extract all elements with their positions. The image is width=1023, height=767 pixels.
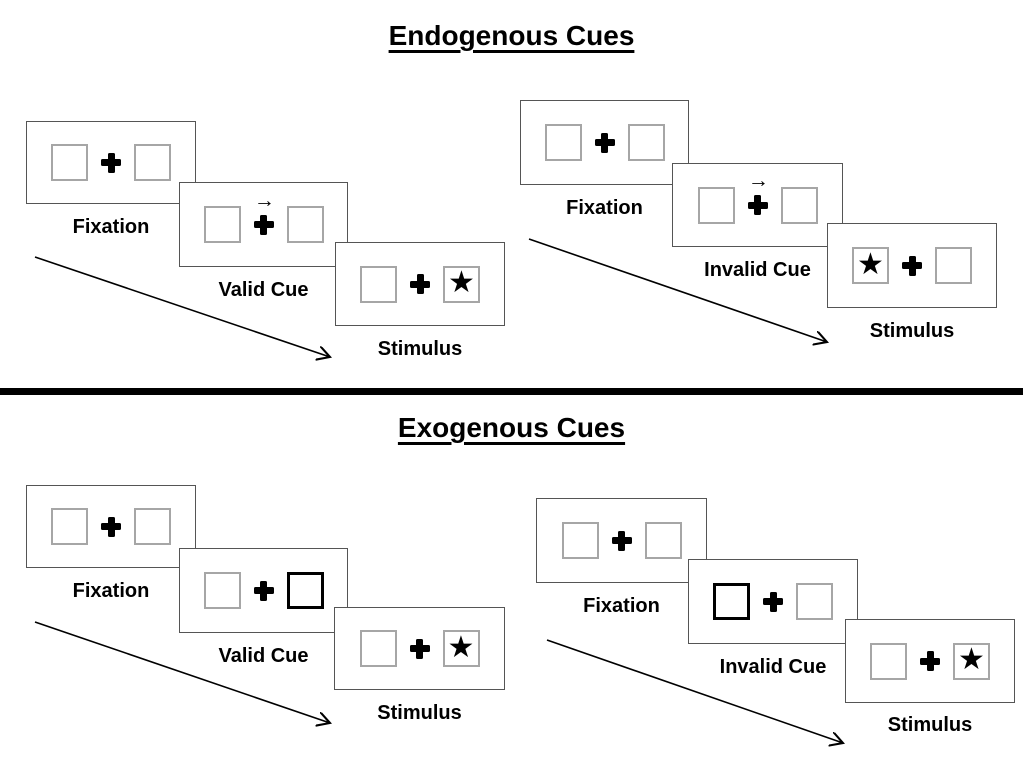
placeholder-box	[780, 186, 818, 224]
fixation-card	[26, 485, 196, 568]
placeholder-box	[134, 508, 171, 545]
section-divider	[0, 388, 1023, 395]
step-label-invalid-cue: Invalid Cue	[719, 656, 827, 678]
placeholder-box	[51, 144, 88, 181]
fixation-cross-icon	[253, 580, 274, 601]
fixation-cross-icon	[611, 530, 632, 551]
placeholder-box	[544, 124, 582, 161]
star-icon: ★	[448, 266, 475, 299]
time-flow-arrow	[528, 238, 836, 350]
step-label-stimulus: Stimulus	[869, 320, 955, 342]
step-label-invalid-cue: Invalid Cue	[704, 259, 811, 281]
right-arrow-cue-icon: →	[747, 169, 769, 192]
cue-card	[688, 559, 858, 644]
stimulus-card: ★	[827, 223, 997, 308]
star-box: ★	[443, 265, 480, 303]
fixation-cross-icon	[902, 255, 922, 276]
step-label-stimulus: Stimulus	[377, 338, 463, 360]
placeholder-box	[935, 247, 972, 284]
placeholder-box	[286, 206, 324, 243]
placeholder-box	[697, 186, 735, 224]
fixation-cross-icon: →	[253, 190, 275, 235]
placeholder-box	[561, 522, 599, 559]
step-label-stimulus: Stimulus	[887, 714, 973, 736]
fixation-cross-icon	[763, 591, 783, 612]
fixation-card	[536, 498, 707, 583]
cue-highlight-box	[713, 583, 750, 620]
stimulus-card: ★	[335, 242, 505, 326]
time-flow-arrow	[34, 256, 340, 365]
star-icon: ★	[857, 247, 884, 281]
fixation-cross-icon	[101, 152, 121, 173]
star-box: ★	[852, 247, 889, 284]
cue-card: →	[179, 182, 348, 267]
section-title-exogenous: Exogenous Cues	[397, 412, 626, 443]
section-title-endogenous: Endogenous Cues	[388, 20, 635, 51]
fixation-cross-icon	[101, 516, 121, 537]
time-flow-arrow	[546, 639, 852, 751]
placeholder-box	[627, 124, 665, 161]
stimulus-card: ★	[334, 607, 505, 690]
placeholder-box	[359, 630, 397, 667]
cue-card	[179, 548, 348, 633]
fixation-cross-icon	[920, 651, 940, 671]
placeholder-box	[644, 522, 682, 559]
fixation-cross-icon: →	[747, 170, 769, 215]
placeholder-box	[870, 642, 907, 680]
placeholder-box	[51, 508, 88, 545]
cue-card: →	[672, 163, 843, 247]
right-arrow-cue-icon: →	[253, 188, 275, 212]
fixation-card	[520, 100, 689, 185]
step-label-fixation: Fixation	[72, 216, 150, 238]
cue-highlight-box	[286, 572, 324, 609]
placeholder-box	[360, 265, 397, 303]
step-label-valid-cue: Valid Cue	[218, 645, 309, 667]
step-label-fixation: Fixation	[72, 580, 150, 602]
fixation-cross-icon	[409, 638, 430, 659]
star-box: ★	[953, 642, 990, 680]
star-box: ★	[442, 630, 480, 667]
placeholder-box	[134, 144, 171, 181]
step-label-fixation: Fixation	[583, 595, 660, 617]
fixation-card	[26, 121, 196, 204]
step-label-valid-cue: Valid Cue	[218, 279, 309, 301]
placeholder-box	[796, 583, 833, 620]
star-icon: ★	[447, 630, 475, 664]
placeholder-box	[203, 572, 241, 609]
fixation-cross-icon	[410, 274, 430, 294]
step-label-fixation: Fixation	[566, 197, 643, 219]
stimulus-card: ★	[845, 619, 1015, 703]
fixation-cross-icon	[594, 132, 615, 153]
placeholder-box	[203, 206, 241, 243]
step-label-stimulus: Stimulus	[377, 702, 462, 724]
time-flow-arrow	[34, 621, 340, 731]
star-icon: ★	[958, 643, 985, 676]
